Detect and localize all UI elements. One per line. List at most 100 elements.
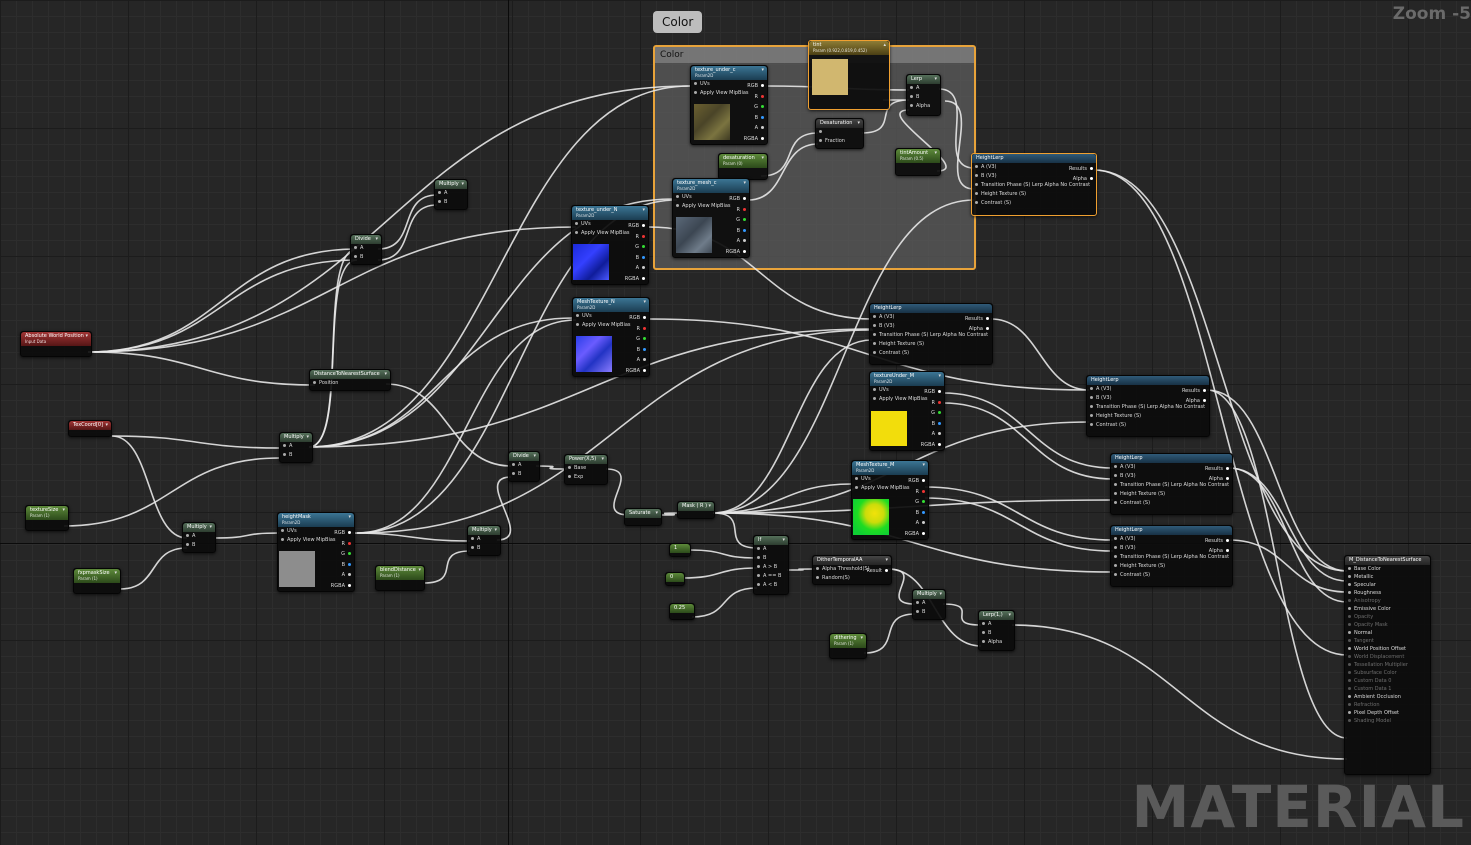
pin-a[interactable]: A (V3) <box>1087 385 1209 394</box>
pin-b[interactable]: B <box>183 541 215 550</box>
pin-alpha-out[interactable]: Alpha <box>964 325 992 334</box>
result-pin[interactable]: Specular <box>1345 581 1430 589</box>
pin-b[interactable]: B <box>468 544 500 553</box>
pin-g[interactable]: G <box>926 409 944 418</box>
node-lerp-top[interactable]: Lerp▾ A B Alpha <box>906 74 941 116</box>
node-distance-to-nearest-surface[interactable]: DistanceToNearestSurface▾ Position <box>309 369 391 391</box>
collapse-chevron-icon[interactable]: ▾ <box>1008 612 1011 618</box>
pin-input[interactable] <box>816 128 863 137</box>
pin-transition-phase[interactable]: Transition Phase (S) Lerp Alpha No Contr… <box>1087 403 1209 412</box>
pin-b[interactable]: B <box>750 114 767 123</box>
collapse-chevron-icon[interactable]: ▾ <box>114 570 117 576</box>
node-multiply-low[interactable]: Multiply▾ A B <box>182 522 216 553</box>
pin-rgba[interactable]: RGBA <box>620 275 648 284</box>
collapse-chevron-icon[interactable]: ▾ <box>934 150 937 156</box>
node-heightlerp-r3[interactable]: HeightLerp A (V3) B (V3) Transition Phas… <box>1110 525 1233 587</box>
node-texcoord[interactable]: TexCoord[0]▾ <box>68 420 112 437</box>
pin-rgba[interactable]: RGBA <box>721 248 749 257</box>
node-dither-temporal-aa[interactable]: DitherTemporalAA▾ Alpha Threshold(S) Ran… <box>812 555 892 585</box>
pin-r[interactable]: R <box>927 399 944 408</box>
collapse-chevron-icon[interactable]: ▾ <box>939 591 942 597</box>
result-pin[interactable]: Custom Data 1 <box>1345 685 1430 693</box>
pin-mipbias[interactable]: Apply View MipBias <box>278 536 354 545</box>
pin-b[interactable]: B <box>632 346 649 355</box>
pin-a[interactable]: A <box>911 519 928 528</box>
pin-a[interactable]: A <box>337 571 354 580</box>
pin-rgba[interactable]: RGBA <box>900 530 928 539</box>
pin-mipbias[interactable]: Apply View MipBias <box>870 395 944 404</box>
pin-alpha-threshold[interactable]: Alpha Threshold(S) <box>813 565 891 574</box>
pin-b[interactable]: B <box>911 509 928 518</box>
pin-results[interactable]: Results <box>960 315 992 324</box>
pin-rgb[interactable]: RGB <box>903 477 928 486</box>
result-pin[interactable]: Emissive Color <box>1345 605 1430 613</box>
pin-exp[interactable]: Exp <box>565 473 607 482</box>
pin-mipbias[interactable]: Apply View MipBias <box>572 229 648 238</box>
collapse-chevron-icon[interactable]: ▾ <box>375 236 378 242</box>
pin-b[interactable]: B <box>280 451 312 460</box>
result-pin[interactable]: Refraction <box>1345 701 1430 709</box>
pin-r[interactable]: R <box>632 325 649 334</box>
pin-transition-phase[interactable]: Transition Phase (S) Lerp Alpha No Contr… <box>972 181 1096 190</box>
pin-height-texture[interactable]: Height Texture (S) <box>972 190 1096 199</box>
pin-uvs[interactable]: UVs <box>572 220 648 229</box>
result-pin[interactable]: Opacity Mask <box>1345 621 1430 629</box>
collapse-chevron-icon[interactable]: ▾ <box>922 462 925 468</box>
pin-rgb[interactable]: RGB <box>624 314 649 323</box>
pin-contrast[interactable]: Contrast (S) <box>972 199 1096 208</box>
pin-rgb[interactable]: RGB <box>742 82 767 91</box>
pin-uvs[interactable]: UVs <box>691 80 767 89</box>
pin-uvs[interactable]: UVs <box>673 193 749 202</box>
pin-a[interactable]: A <box>632 356 649 365</box>
pin-result[interactable]: Result <box>862 567 891 576</box>
pin-b[interactable]: B <box>509 470 539 479</box>
pin-b[interactable]: B <box>351 253 381 262</box>
pin-results[interactable]: Results <box>1064 165 1096 174</box>
collapse-chevron-icon[interactable]: ▾ <box>533 453 536 459</box>
node-multiply-top[interactable]: Multiply▾ A B <box>434 179 468 210</box>
pin-r[interactable]: R <box>911 488 928 497</box>
pin-r[interactable]: R <box>631 233 648 242</box>
pin-b[interactable]: B (V3) <box>870 322 992 331</box>
pin-uvs[interactable]: UVs <box>573 312 649 321</box>
result-pin[interactable]: Tangent <box>1345 637 1430 645</box>
pin-b[interactable]: B <box>913 608 945 617</box>
collapse-chevron-icon[interactable]: ▾ <box>85 333 88 339</box>
pin-a[interactable]: A <box>183 532 215 541</box>
pin-b[interactable]: B <box>435 198 467 207</box>
result-pin[interactable]: Anisotropy <box>1345 597 1430 605</box>
pin-results[interactable]: Results <box>1200 465 1232 474</box>
collapse-chevron-icon[interactable]: ▾ <box>62 507 65 513</box>
collapse-chevron-icon[interactable]: ▾ <box>461 181 464 187</box>
pin-b[interactable]: B (V3) <box>972 172 1096 181</box>
pin-height-texture[interactable]: Height Texture (S) <box>870 340 992 349</box>
node-divide-mid[interactable]: Divide▾ A B <box>508 451 540 482</box>
pin-height-texture[interactable]: Height Texture (S) <box>1087 412 1209 421</box>
result-pin[interactable]: Custom Data 0 <box>1345 677 1430 685</box>
collapse-chevron-icon[interactable]: ▾ <box>743 180 746 186</box>
node-power[interactable]: Power(X,5)▾ Base Exp <box>564 454 608 485</box>
pin-alpha[interactable]: Alpha <box>979 638 1014 647</box>
pin-a[interactable]: A <box>280 442 312 451</box>
pin-b[interactable]: B (V3) <box>1087 394 1209 403</box>
pin-r[interactable]: R <box>732 206 749 215</box>
pin-mipbias[interactable]: Apply View MipBias <box>852 484 928 493</box>
node-multiply-heightmask[interactable]: Multiply▾ A B <box>467 525 501 556</box>
pin-a-greater-b[interactable]: A > B <box>754 563 788 572</box>
pin-contrast[interactable]: Contrast (S) <box>870 349 992 358</box>
pin-b[interactable]: B <box>979 629 1014 638</box>
result-pin[interactable]: Base Color <box>1345 565 1430 573</box>
pin-b[interactable]: B <box>927 420 944 429</box>
result-pin[interactable]: Shading Model <box>1345 717 1430 725</box>
pin-b[interactable]: B <box>631 254 648 263</box>
result-pin[interactable]: Tessellation Multiplier <box>1345 661 1430 669</box>
pin-alpha-out[interactable]: Alpha <box>1068 175 1096 184</box>
node-saturate[interactable]: Saturate▾ <box>624 508 662 526</box>
node-constant-1[interactable]: 1 <box>669 543 691 557</box>
